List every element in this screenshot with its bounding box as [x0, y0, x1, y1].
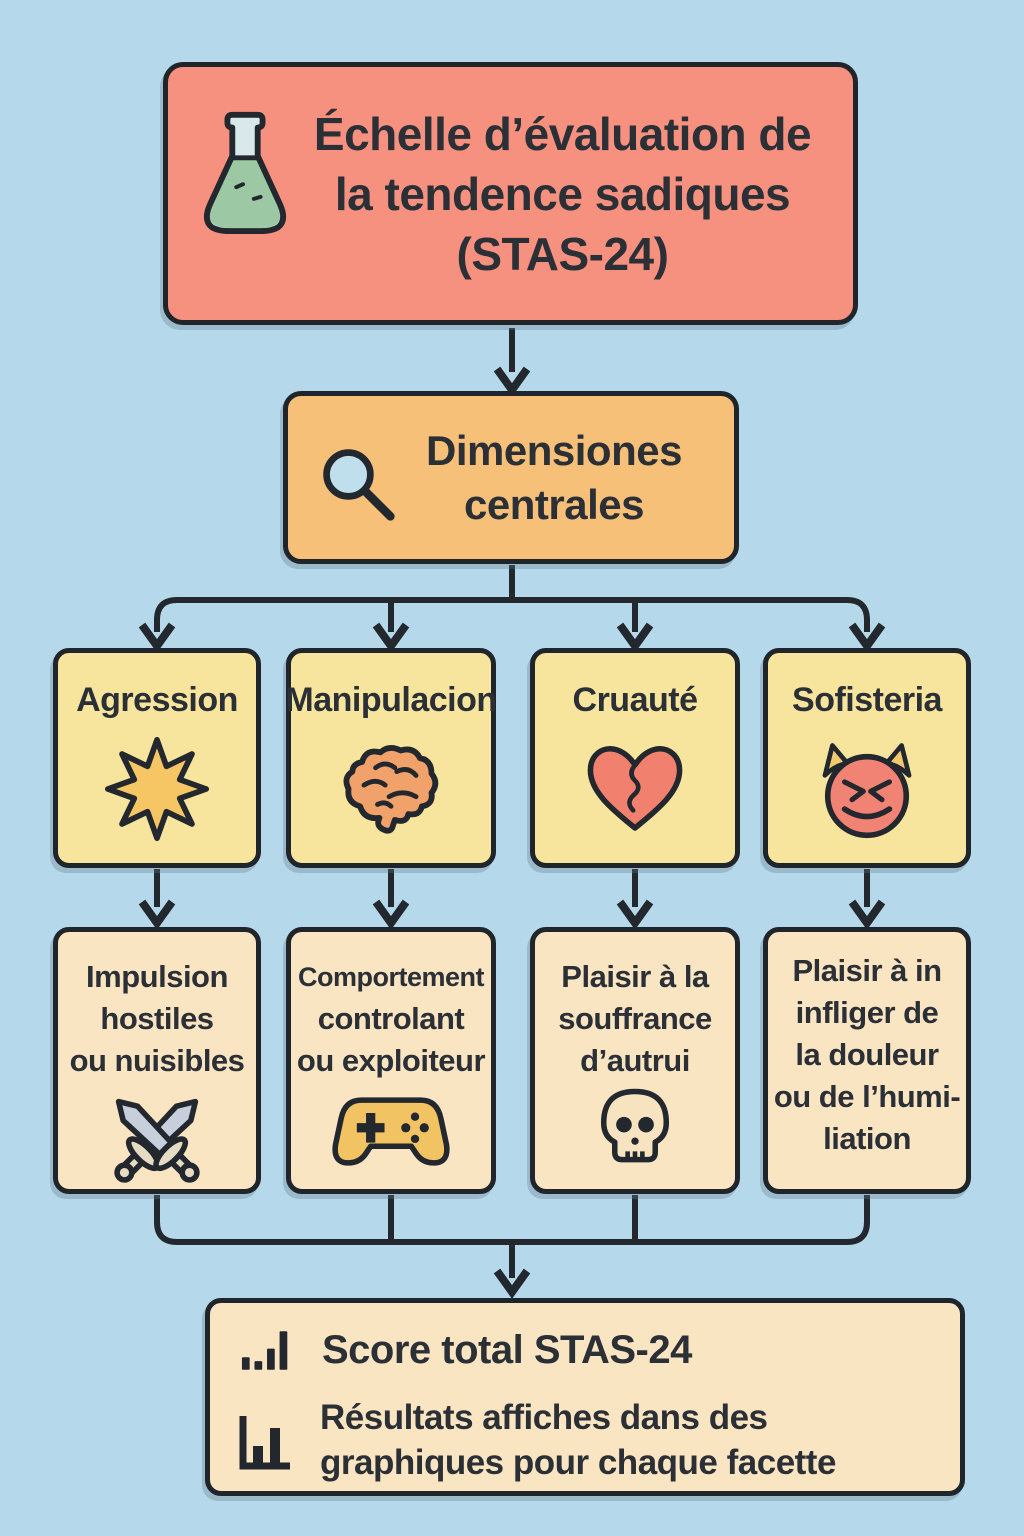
arrowhead — [493, 1268, 531, 1299]
results-line-1: Résultats affiches dans des — [320, 1398, 768, 1437]
title-line-3: (STAS-24) — [456, 227, 669, 280]
arrowhead — [848, 899, 886, 930]
facet-line: ou exploiteur — [296, 1043, 486, 1078]
arrowhead — [616, 899, 654, 930]
search-icon — [323, 449, 395, 521]
starburst-icon — [105, 736, 209, 841]
title-line-1: Échelle d’évaluation de — [313, 107, 812, 160]
arrowhead — [138, 899, 176, 930]
dimension-card-sofisteria: Sofisteria — [763, 648, 971, 868]
dimension-title: Agression — [76, 681, 238, 719]
facet-card-comportement: Comportement controlant ou exploiteur — [286, 927, 496, 1194]
facet-line: hostiles — [100, 1001, 214, 1036]
dimension-card-agression: Agression — [53, 648, 261, 868]
core-dimensions-line-2: centrales — [464, 480, 644, 528]
facet-line: d’autrui — [580, 1043, 690, 1078]
facet-card-impulsion: Impulsion hostiles ou nuisibles — [53, 927, 261, 1194]
facet-line: souffrance — [558, 1001, 712, 1036]
connector-merge-rail — [154, 1195, 870, 1245]
facet-line: ou nuisibles — [69, 1043, 245, 1078]
arrowhead — [616, 622, 654, 653]
results-line-2: graphiques pour chaque facette — [320, 1443, 836, 1482]
arrowhead — [372, 899, 410, 930]
facet-line: Plaisir à la — [561, 959, 709, 994]
infographic-title: Échelle d’évaluation de la tendence sadi… — [286, 67, 839, 320]
facet-line: la douleur — [795, 1037, 939, 1072]
score-total-row: Score total STAS-24 — [240, 1327, 692, 1374]
connector-branch-rail — [154, 597, 870, 632]
dimension-card-cruaute: Cruauté — [530, 648, 740, 868]
facet-line: infliger de — [795, 995, 939, 1030]
ascending-bars-icon — [241, 1331, 288, 1370]
facet-text: Plaisir à in infliger de la douleur ou d… — [773, 950, 961, 1160]
results-display-row: Résultats affiches dans des graphiques p… — [236, 1395, 836, 1485]
core-dimensions-box: Dimensiones centrales — [283, 391, 739, 564]
broken-heart-icon — [587, 745, 683, 831]
facet-text: Plaisir à la souffrance d’autrui — [558, 956, 712, 1082]
arrowhead — [372, 622, 410, 653]
facet-card-plaisir-douleur: Plaisir à in infliger de la douleur ou d… — [763, 927, 971, 1194]
facet-line: Impulsion — [86, 959, 228, 994]
devil-face-icon — [822, 743, 912, 839]
dimension-title: Manipulacion — [285, 681, 497, 719]
dimension-card-manipulacion: Manipulacion — [285, 648, 497, 868]
facet-line: ou de l’humi- — [773, 1079, 961, 1114]
facet-text: Comportement controlant ou exploiteur — [296, 956, 486, 1082]
flask-icon — [203, 111, 287, 235]
facet-text: Impulsion hostiles ou nuisibles — [70, 956, 245, 1082]
arrowhead — [848, 622, 886, 653]
facet-card-plaisir-souffrance: Plaisir à la souffrance d’autrui — [530, 927, 740, 1194]
facet-line: Comportement — [297, 962, 485, 992]
results-display-label: Résultats affiches dans des graphiques p… — [320, 1395, 836, 1485]
facet-line: liation — [823, 1121, 911, 1156]
game-controller-icon — [332, 1097, 450, 1166]
facet-line: controlant — [317, 1001, 465, 1036]
results-box: Score total STAS-24 Résultats affiches d… — [205, 1298, 965, 1496]
facet-line: Plaisir à in — [792, 953, 942, 988]
arrowhead — [138, 622, 176, 653]
score-total-label: Score total STAS-24 — [322, 1328, 692, 1372]
crossed-swords-icon — [114, 1098, 200, 1183]
title-line-2: la tendence sadiques — [334, 167, 791, 220]
core-dimensions-label: Dimensiones centrales — [384, 396, 724, 559]
core-dimensions-line-1: Dimensiones — [426, 426, 682, 474]
histogram-icon — [239, 1416, 290, 1470]
arrowhead — [493, 366, 531, 397]
dimension-title: Cruauté — [572, 681, 698, 719]
skull-icon — [600, 1088, 670, 1162]
dimension-title: Sofisteria — [792, 681, 942, 719]
brain-icon — [343, 744, 439, 834]
title-box: Échelle d’évaluation de la tendence sadi… — [163, 62, 858, 325]
